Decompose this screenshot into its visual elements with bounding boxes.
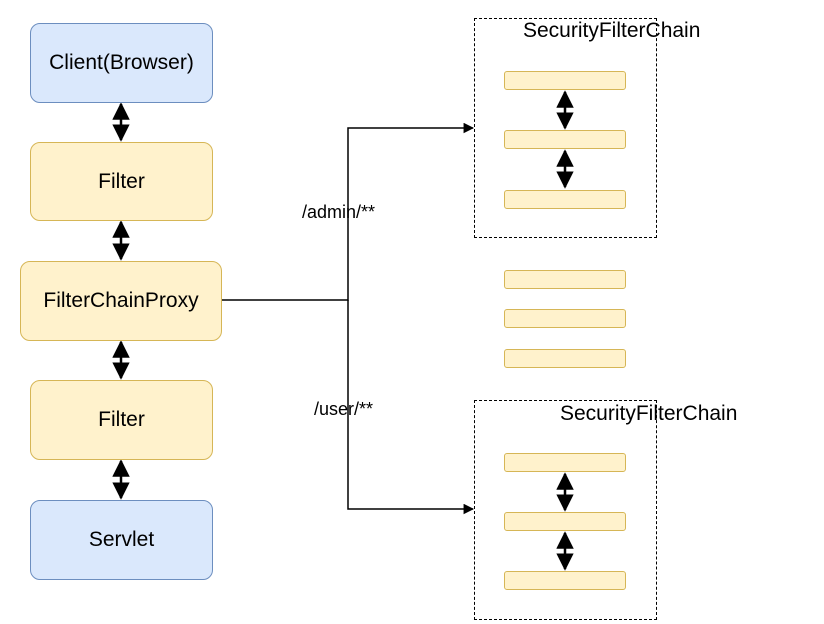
chain-filter-bar	[504, 130, 626, 149]
standalone-filter-bar	[504, 349, 626, 368]
security-filter-chain-bottom	[474, 400, 657, 620]
chain-filter-bar	[504, 71, 626, 90]
chain-filter-bar	[504, 453, 626, 472]
chain-filter-bar	[504, 571, 626, 590]
servlet-label: Servlet	[88, 528, 155, 551]
servlet-node: Servlet	[30, 500, 213, 580]
filter-chain-proxy-node: FilterChainProxy	[20, 261, 222, 341]
chain-filter-bar	[504, 512, 626, 531]
filter-top-node: Filter	[30, 142, 213, 221]
security-filter-chain-bottom-title: SecurityFilterChain	[560, 402, 738, 425]
filter-chain-proxy-label: FilterChainProxy	[43, 289, 199, 312]
route-line-admin	[222, 122, 475, 301]
standalone-filter-bar	[504, 270, 626, 289]
route-label-admin: /admin/**	[302, 202, 376, 222]
security-filter-chain-top-title: SecurityFilterChain	[523, 19, 701, 42]
chain-filter-bar	[504, 190, 626, 209]
route-line-user	[347, 300, 475, 515]
filter-bottom-label: Filter	[98, 408, 145, 431]
route-label-user: /user/**	[314, 399, 374, 419]
filter-bottom-node: Filter	[30, 380, 213, 460]
standalone-filter-bar	[504, 309, 626, 328]
filter-top-label: Filter	[98, 169, 145, 193]
client-browser-label: Client(Browser)	[49, 51, 194, 74]
security-filter-chain-top	[474, 18, 657, 238]
client-browser-node: Client(Browser)	[30, 23, 213, 103]
